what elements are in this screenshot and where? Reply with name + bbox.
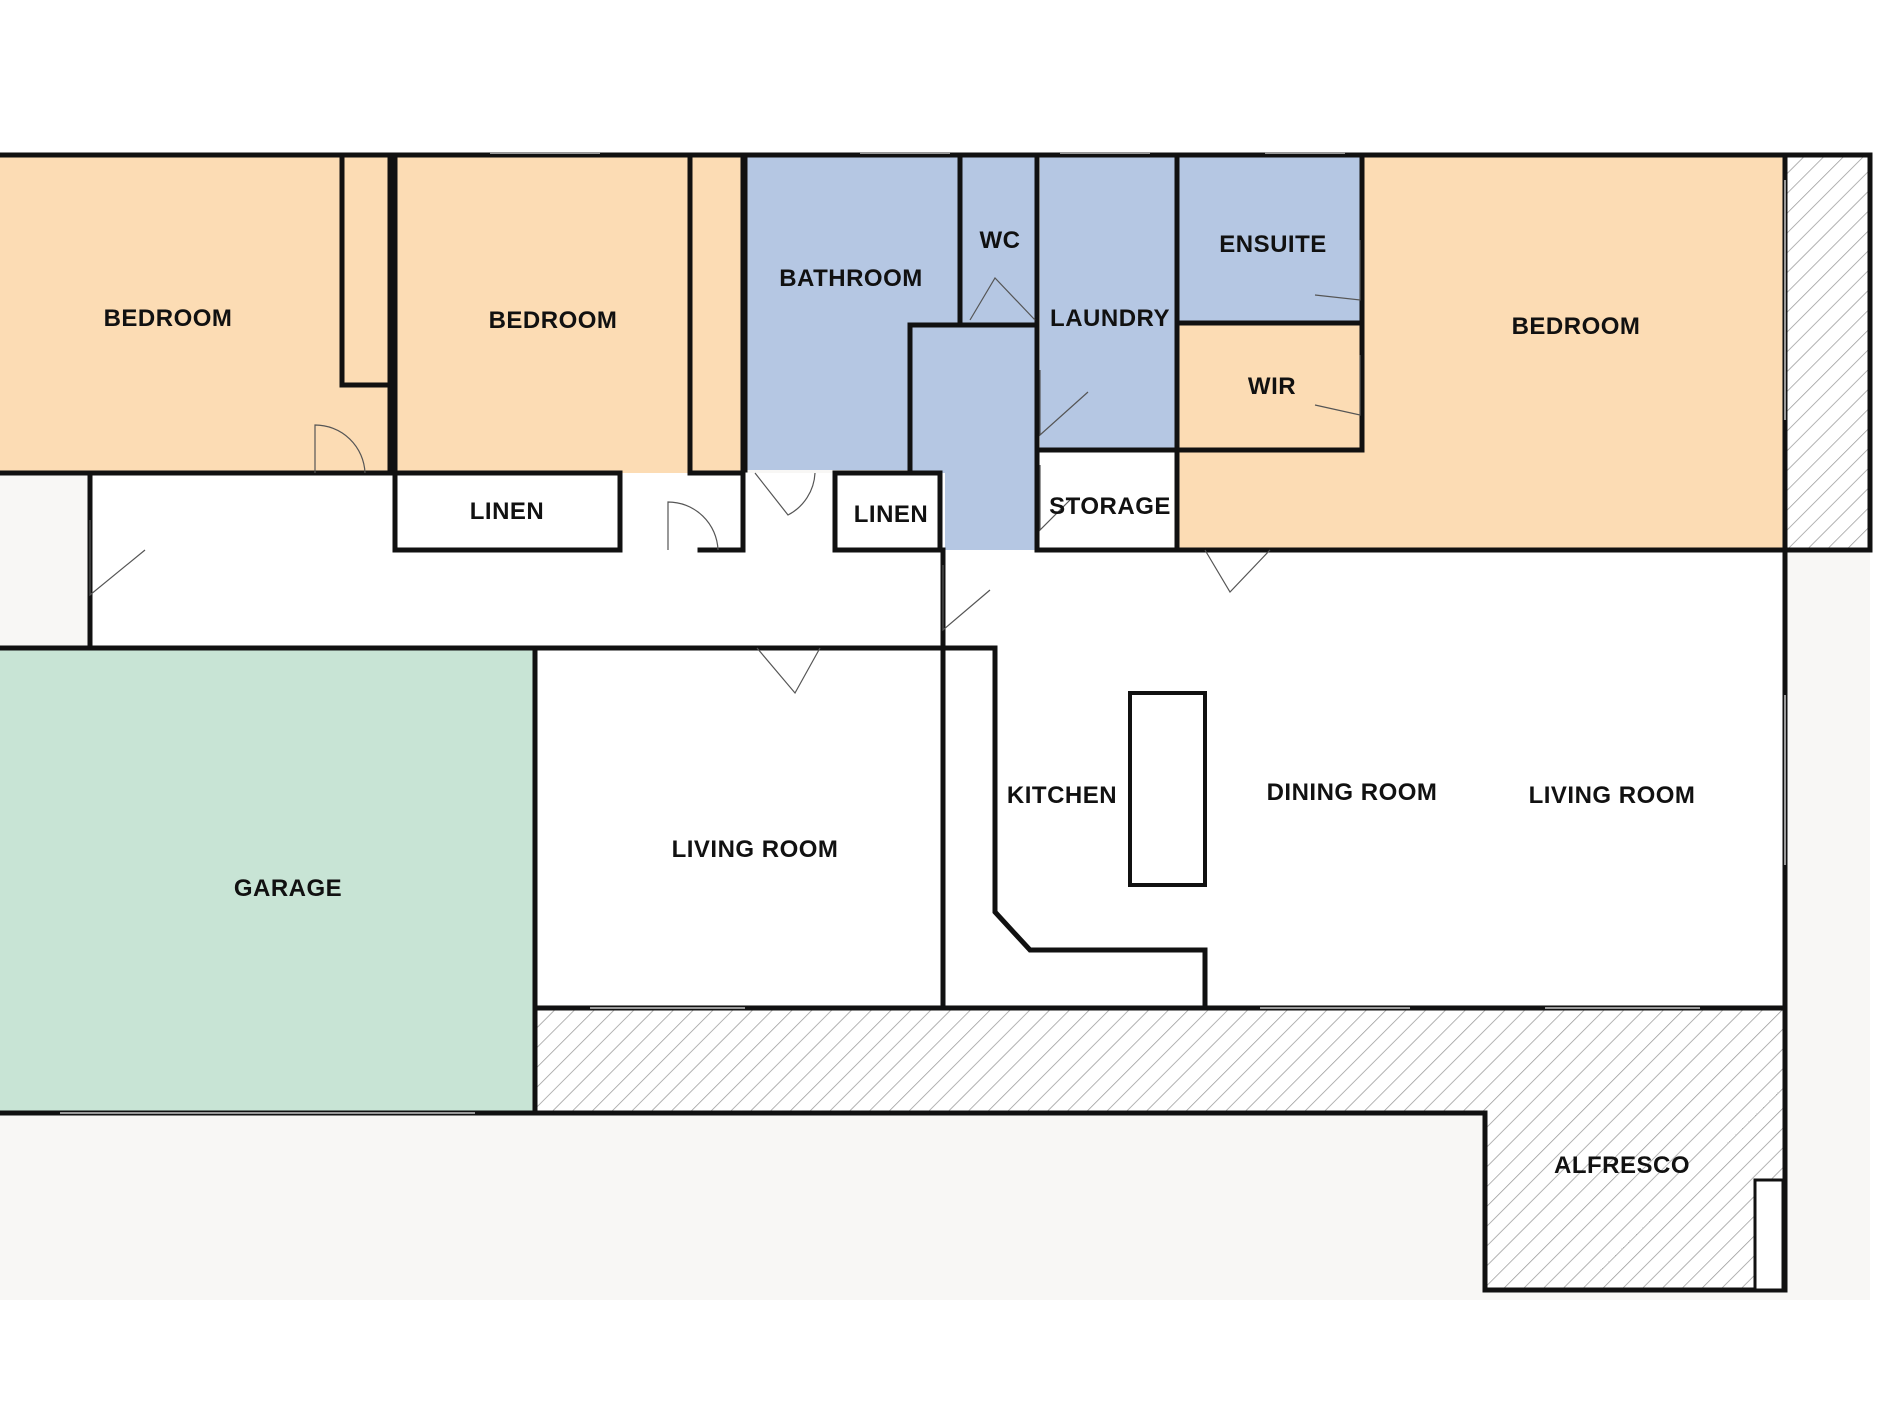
linen-2-fill [835,473,940,550]
dining-room-label: DINING ROOM [1267,779,1438,806]
wc-fill [960,155,1037,325]
outer-wall [0,152,1873,1293]
bedroom-1-label: BEDROOM [104,305,233,332]
doors [89,240,1361,695]
alfresco-fill [535,1008,1785,1290]
living-room-1-fill [535,648,943,1005]
open-living-fill [945,550,1785,1005]
linen-1-label: LINEN [470,498,545,525]
alfresco-label: ALFRESCO [1554,1152,1690,1179]
living-room-2-label: LIVING ROOM [1529,782,1696,809]
linen-2-label: LINEN [854,501,929,528]
storage-fill [1040,450,1177,550]
bedroom-1-fill [0,155,390,473]
ensuite-wir-walls [1174,152,1365,453]
ensuite-label: ENSUITE [1219,231,1327,258]
wc-label: WC [980,227,1021,254]
alfresco-post [1753,1178,1785,1292]
laundry-fill [1040,155,1177,450]
storage-label: STORAGE [1049,493,1171,520]
ensuite-fill-top [1177,155,1362,323]
wir-label: WIR [1248,373,1296,400]
bedroom-2-label: BEDROOM [489,307,618,334]
bathroom-walls [742,152,963,553]
laundry-label: LAUNDRY [1050,305,1170,332]
bedroom-1-walls [0,152,393,476]
linen-1-fill [395,473,620,550]
side-hatch [1785,155,1870,550]
windows [60,152,1786,1114]
living-room-1-label: LIVING ROOM [672,836,839,863]
garage-label: GARAGE [234,875,342,902]
garage-fill [0,648,535,1113]
kitchen-label: KITCHEN [1007,782,1117,809]
wir-fill-top [1177,323,1362,450]
bathroom-label: BATHROOM [779,265,923,292]
bedroom-master-label: BEDROOM [1512,313,1641,340]
kitchen-island [1128,691,1207,887]
wc-laundry-walls [957,152,1180,553]
